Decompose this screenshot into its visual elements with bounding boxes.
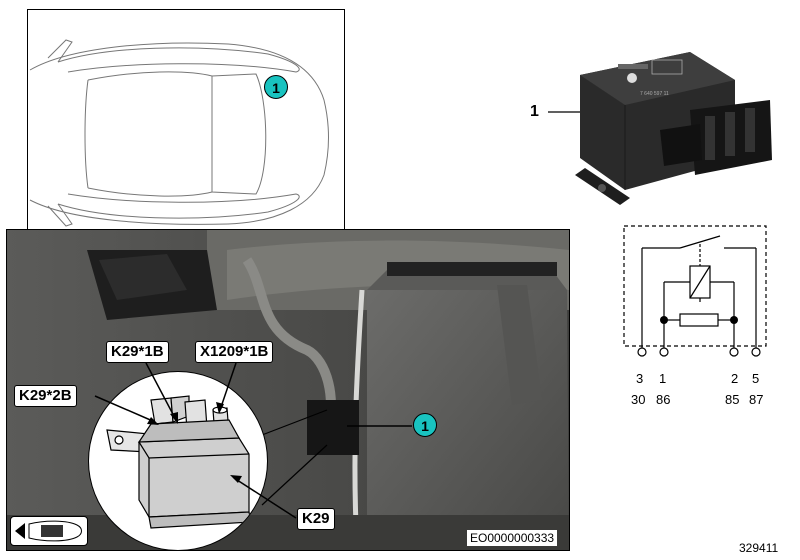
relay-magnifier <box>88 371 268 551</box>
label-x1209-1b: X1209*1B <box>195 341 274 363</box>
image-code: EO0000000333 <box>467 530 558 546</box>
relay-part-number: 7 640 597 11 <box>640 91 669 97</box>
circuit-terminals <box>637 347 761 357</box>
pin-5: 5 <box>752 371 760 386</box>
label-k29-2b: K29*2B <box>14 385 77 407</box>
car-view-icon <box>10 516 88 546</box>
pin-3: 3 <box>636 371 644 386</box>
relay-circuit-diagram <box>623 225 767 348</box>
relay-closeup-drawing <box>106 395 252 529</box>
car-locator-callout: 1 <box>264 75 288 99</box>
relay-product-image: 7 640 597 11 <box>548 52 772 205</box>
pin-2: 2 <box>731 371 739 386</box>
pin-1: 1 <box>659 371 667 386</box>
terminal-30: 30 <box>631 392 646 407</box>
car-outline-top-view <box>29 39 329 227</box>
drawing-number: 329411 <box>739 541 779 555</box>
photo-callout: 1 <box>413 413 437 437</box>
terminal-85: 85 <box>725 392 740 407</box>
terminal-87: 87 <box>749 392 764 407</box>
relay-item-label: 1 <box>530 103 539 120</box>
label-k29-1b: K29*1B <box>106 341 169 363</box>
terminal-86: 86 <box>656 392 671 407</box>
label-k29: K29 <box>297 508 335 530</box>
car-locator-panel <box>27 9 345 242</box>
